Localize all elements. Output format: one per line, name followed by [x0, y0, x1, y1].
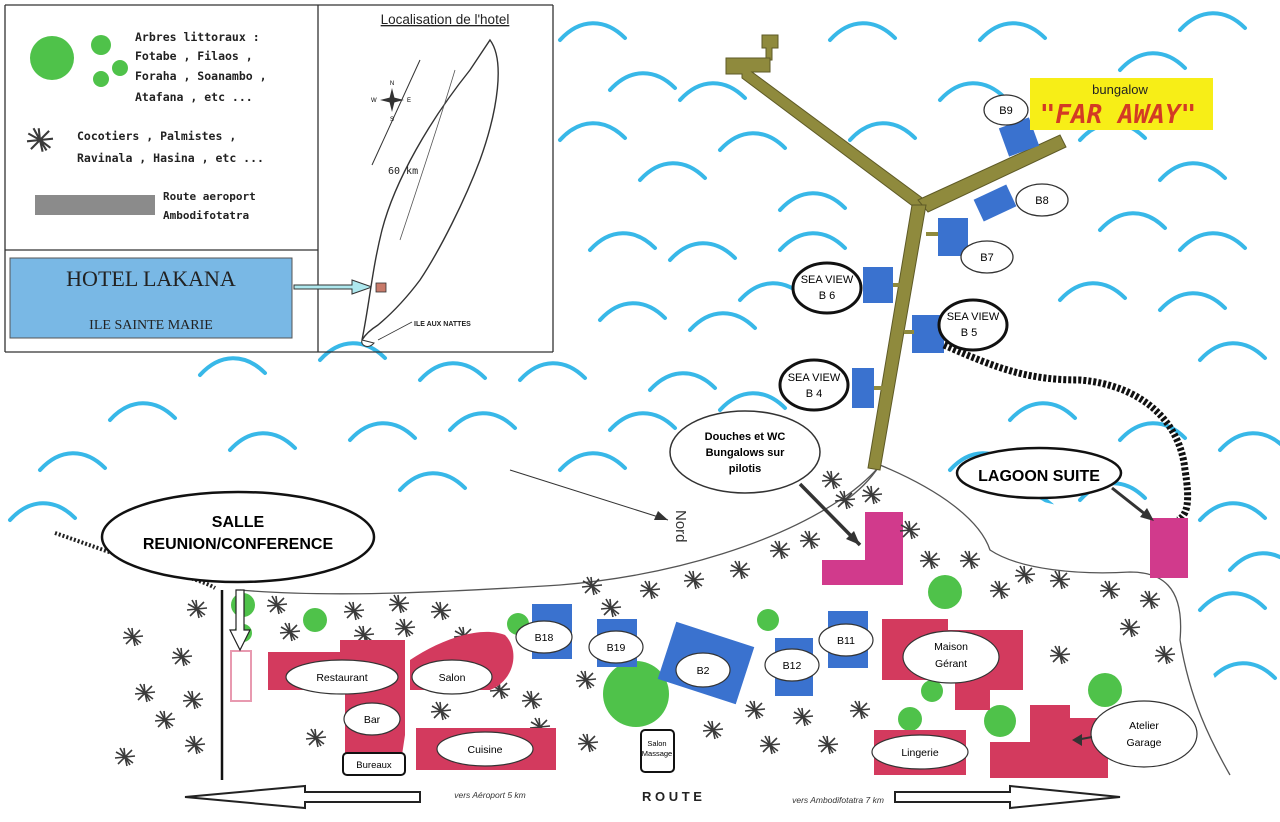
- b9-label: B9: [999, 105, 1012, 117]
- bungalow-b9: [998, 117, 1040, 157]
- salon-massage-label: Salon: [647, 739, 666, 748]
- svg-text:Gérant: Gérant: [935, 658, 967, 670]
- b19-label: B19: [607, 642, 626, 654]
- b7-label: B7: [980, 252, 993, 264]
- road-legend-icon: [35, 195, 155, 215]
- island-outline: [361, 38, 499, 341]
- road-label: R O U T E: [642, 789, 702, 804]
- road-right-note: vers Ambodifotatra 7 km: [792, 795, 884, 805]
- svg-text:bungalow: bungalow: [1092, 82, 1148, 97]
- road-left-note: vers Aéroport 5 km: [454, 790, 526, 800]
- west-shore-dots: [54, 531, 217, 590]
- salon-label: Salon: [439, 672, 466, 684]
- lagoon-path: [942, 341, 1192, 524]
- sea-view-b5-label: SEA VIEW: [947, 311, 1000, 323]
- pier: [725, 34, 1067, 471]
- svg-text:Atafana , etc ...: Atafana , etc ...: [135, 90, 253, 104]
- svg-text:E: E: [407, 98, 411, 104]
- salle-label: SALLE: [212, 514, 265, 531]
- compass-icon: N S E W: [371, 81, 411, 123]
- cuisine-label: Cuisine: [467, 744, 502, 756]
- road-label: Route aeroport: [163, 190, 256, 203]
- svg-text:Foraha , Soanambo ,: Foraha , Soanambo ,: [135, 69, 267, 83]
- svg-text:N: N: [390, 81, 394, 87]
- trees-label: Arbres littoraux :: [135, 30, 260, 44]
- showers-label: Douches et WC: [705, 431, 786, 443]
- hotel-name-box: HOTEL LAKANA ILE SAINTE MARIE: [9, 257, 293, 339]
- lagoon-suite-label: LAGOON SUITE: [978, 468, 1100, 485]
- b18-label: B18: [535, 632, 554, 644]
- b2-label: B2: [697, 665, 710, 677]
- hotel-name: HOTEL LAKANA: [66, 266, 236, 291]
- svg-text:B 6: B 6: [819, 290, 836, 302]
- svg-text:Ravinala , Hasina , etc ...: Ravinala , Hasina , etc ...: [77, 151, 264, 165]
- trees: [231, 575, 1122, 737]
- bungalow-b4: [852, 368, 874, 408]
- svg-text:pilotis: pilotis: [729, 463, 761, 475]
- atelier-building: [990, 705, 1108, 778]
- sea-view-b4-label: SEA VIEW: [788, 372, 841, 384]
- svg-text:"FAR AWAY": "FAR AWAY": [1040, 100, 1197, 130]
- svg-text:Massage: Massage: [642, 749, 672, 758]
- lagoon-suite-building: [1150, 518, 1188, 578]
- ile-aux-nattes-label: ILE AUX NATTES: [414, 321, 471, 328]
- road-arrow-right: [894, 784, 1121, 810]
- bungalow-b8: [973, 184, 1017, 222]
- svg-text:Garage: Garage: [1126, 737, 1161, 749]
- svg-text:Bungalows sur: Bungalows sur: [706, 447, 786, 459]
- atelier-label: Atelier: [1129, 720, 1159, 732]
- svg-text:S: S: [390, 117, 394, 123]
- svg-text:Ambodifotatra: Ambodifotatra: [163, 209, 249, 222]
- svg-text:B 4: B 4: [806, 388, 823, 400]
- hotel-location-marker: [375, 282, 387, 293]
- restaurant-label: Restaurant: [316, 672, 367, 684]
- distance-label: 60 km: [388, 166, 418, 177]
- hotel-subtitle: ILE SAINTE MARIE: [89, 318, 213, 333]
- road-arrow-left: [184, 784, 421, 810]
- road: R O U T E vers Aéroport 5 km vers Ambodi…: [0, 780, 1280, 822]
- inset-title: Localisation de l'hotel: [381, 12, 510, 27]
- lingerie-label: Lingerie: [901, 747, 939, 759]
- inset-map: Localisation de l'hotel 60 km ILE AUX NA…: [361, 12, 510, 347]
- bungalow-b6: [863, 267, 893, 303]
- svg-text:W: W: [371, 98, 377, 104]
- svg-text:B 5: B 5: [961, 327, 978, 339]
- b8-label: B8: [1035, 195, 1048, 207]
- legend-panel: Arbres littoraux : Fotabe , Filaos , For…: [4, 4, 554, 353]
- bureaux-label: Bureaux: [356, 760, 392, 771]
- water-bungalows: [852, 117, 1040, 408]
- showers-block: [822, 512, 903, 585]
- svg-text:Fotabe , Filaos ,: Fotabe , Filaos ,: [135, 49, 253, 63]
- location-arrow: [293, 279, 374, 295]
- bar-label: Bar: [364, 714, 381, 726]
- shoreline-east: [879, 464, 1231, 776]
- tree-legend-icon: [30, 36, 74, 80]
- b11-label: B11: [837, 635, 855, 647]
- far-away-label: [1030, 78, 1213, 130]
- labels: bungalow "FAR AWAY" B9 B8 B7 SEA VIEW B …: [100, 78, 1213, 776]
- b12-label: B12: [783, 660, 802, 672]
- sea-view-b6-label: SEA VIEW: [801, 274, 854, 286]
- nord-label: Nord: [672, 510, 689, 543]
- salle-arrow: [229, 589, 251, 652]
- meeting-room-marker: [230, 650, 252, 702]
- palms-label: Cocotiers , Palmistes ,: [77, 129, 236, 143]
- svg-text:REUNION/CONFERENCE: REUNION/CONFERENCE: [143, 536, 334, 553]
- maison-label: Maison: [934, 641, 968, 653]
